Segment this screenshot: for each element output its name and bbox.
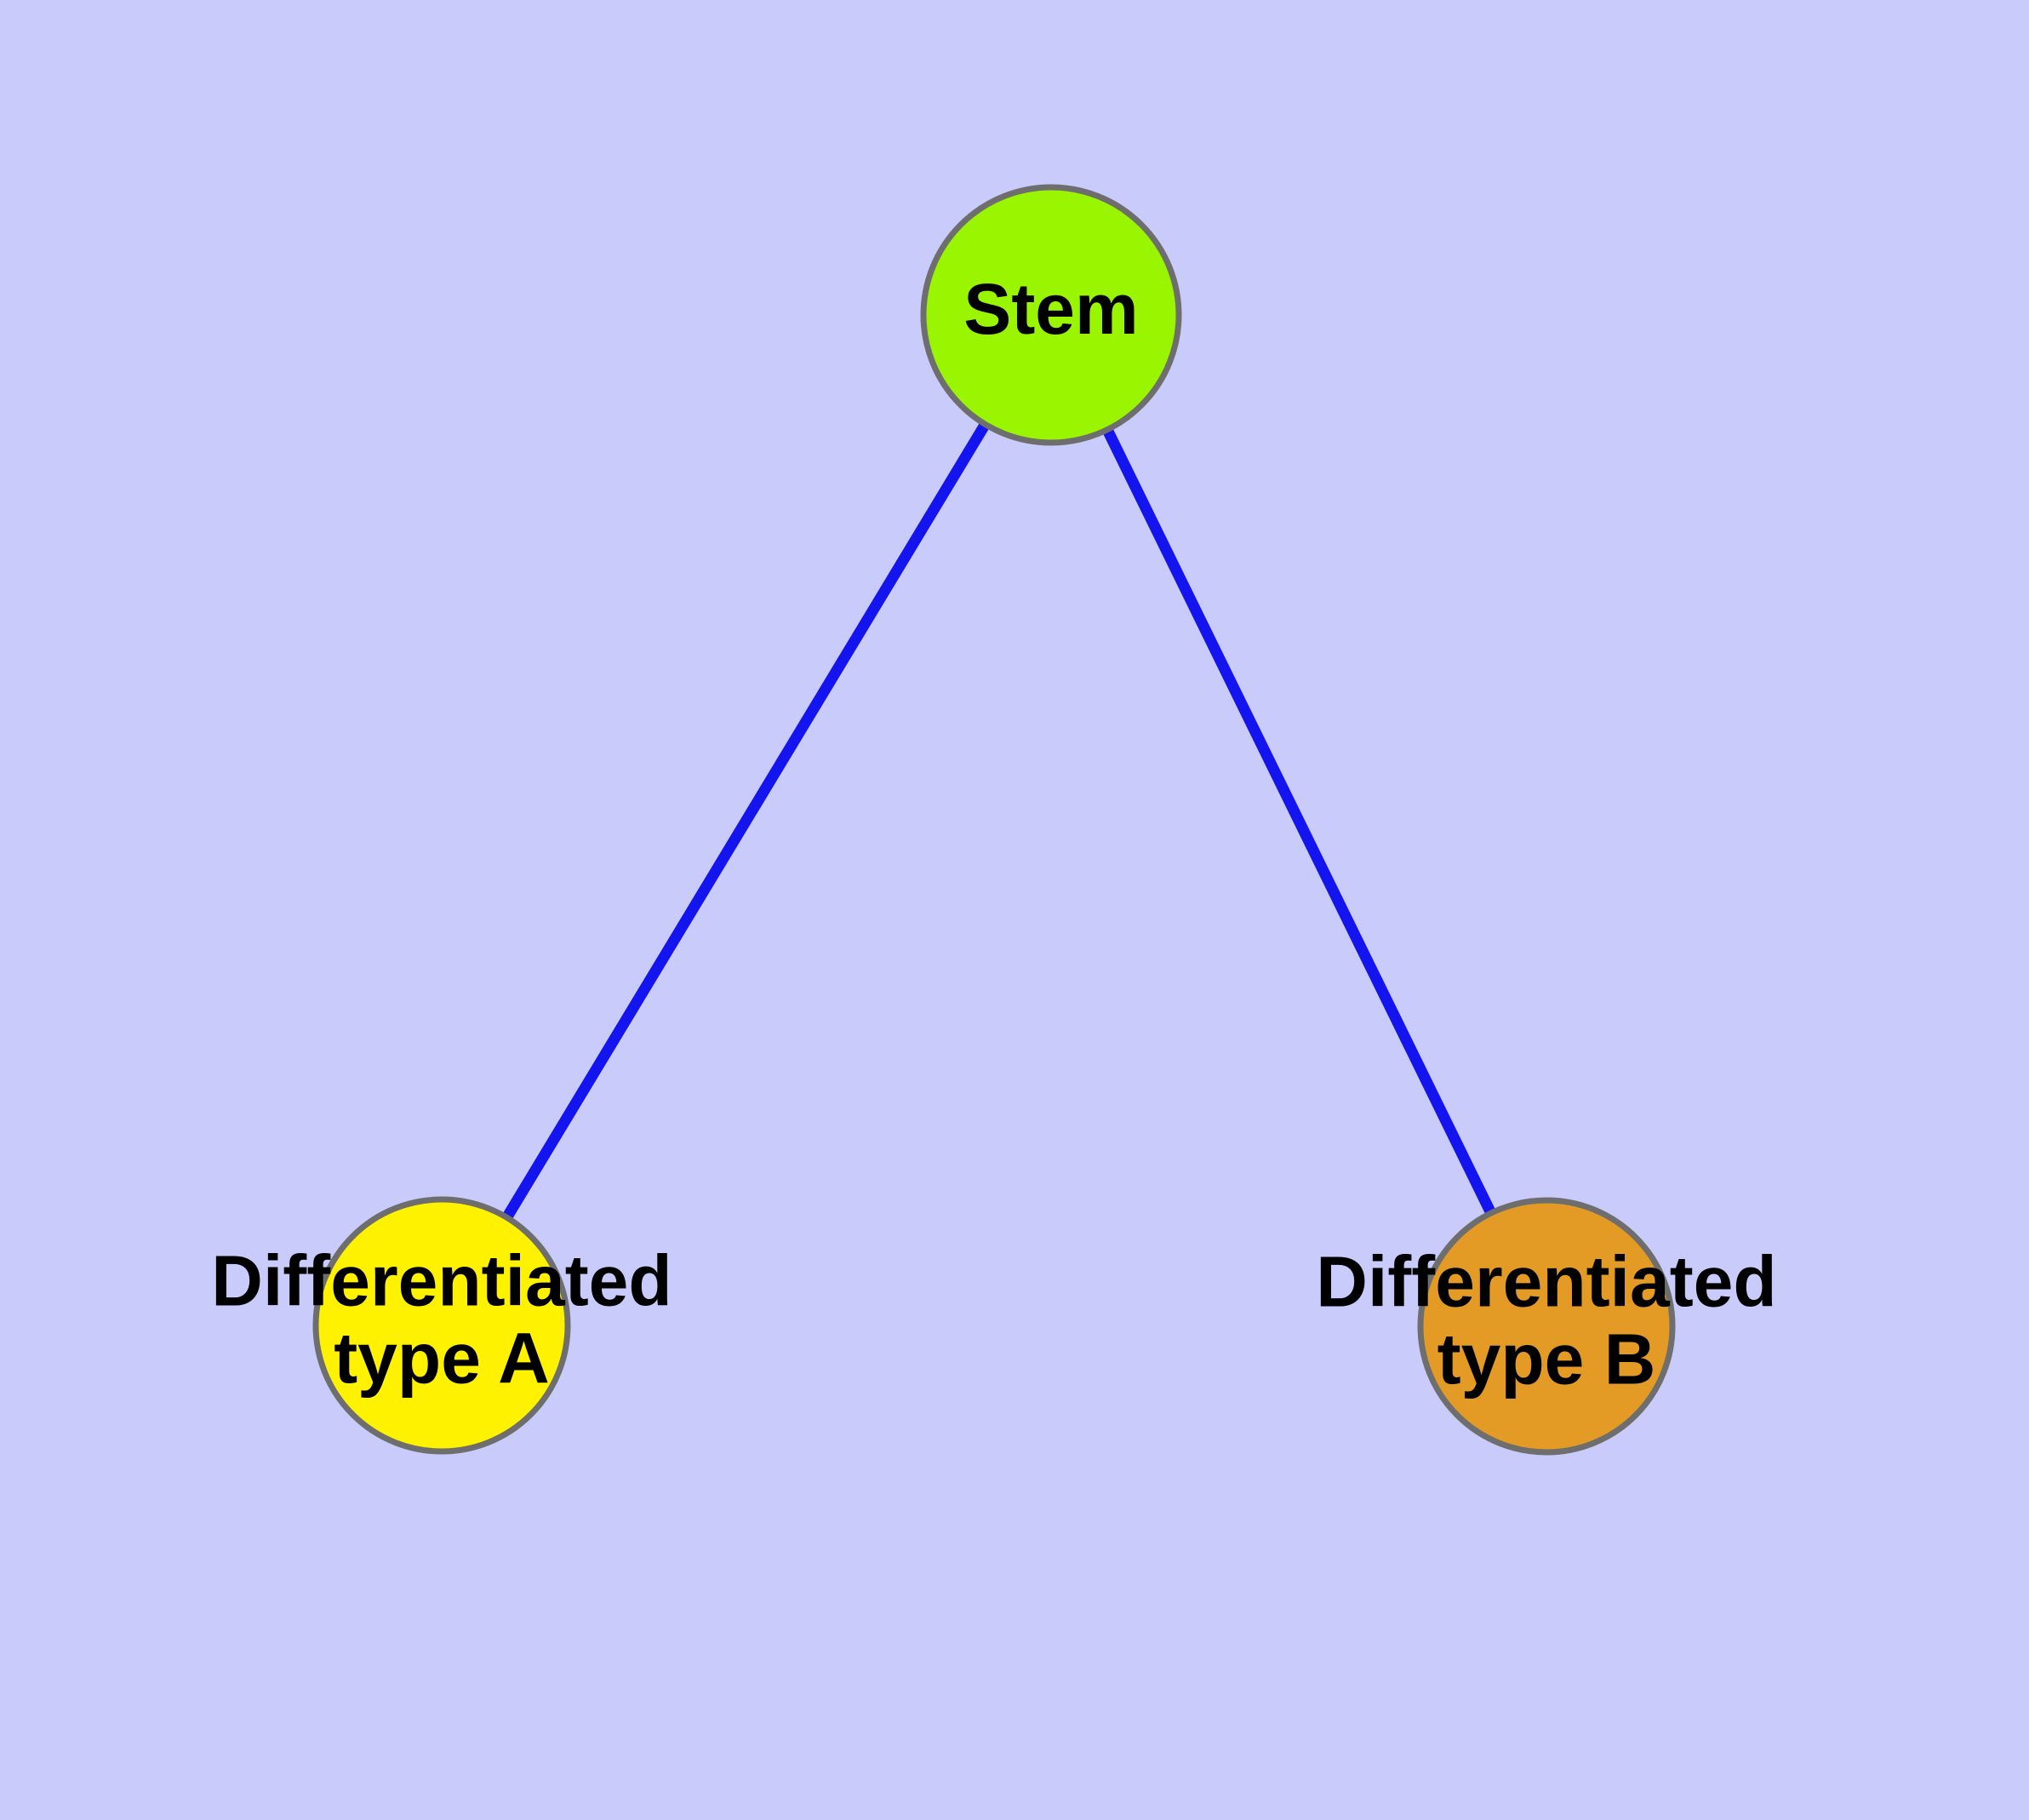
edge-stem-diff-b[interactable] bbox=[1046, 312, 1552, 1329]
node-label-line: type A bbox=[334, 1319, 550, 1399]
node-label-line: Stem bbox=[963, 269, 1138, 349]
node-circle-diff_a[interactable] bbox=[312, 1196, 571, 1455]
node-label-line: Differentiated bbox=[1316, 1242, 1776, 1322]
node-circle-stem[interactable] bbox=[920, 184, 1182, 446]
graph-node-stem[interactable]: Stem bbox=[920, 184, 1182, 446]
node-label-stem: Stem bbox=[963, 269, 1138, 349]
edges-layer bbox=[437, 312, 1552, 1329]
node-circle-diff_b[interactable] bbox=[1417, 1197, 1676, 1456]
node-label-line: type B bbox=[1437, 1319, 1656, 1399]
edge-stem-diff-a[interactable] bbox=[437, 312, 1056, 1329]
node-label-line: Differentiated bbox=[211, 1241, 672, 1321]
